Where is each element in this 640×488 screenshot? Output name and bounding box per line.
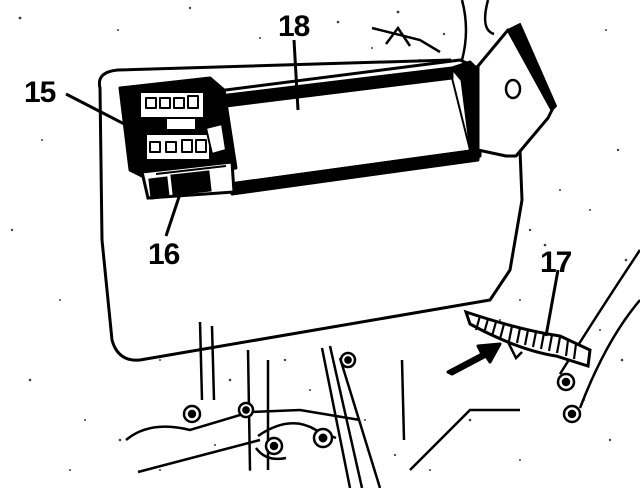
flow-arrow-icon (446, 342, 502, 376)
frame-outline (371, 0, 495, 61)
lower-frame (125, 249, 640, 488)
leader-lines (65, 39, 560, 337)
connector-icon (145, 95, 199, 109)
retaining-clip (140, 160, 236, 200)
corrugated-harness (463, 309, 592, 368)
leader-line-18 (292, 39, 300, 111)
connector-icon (149, 139, 207, 153)
leader-line-16 (164, 187, 184, 237)
bolt-icon (182, 351, 582, 456)
leader-line-15 (65, 92, 137, 132)
callout-16: 16 (148, 238, 180, 271)
callout-15: 15 (24, 76, 56, 109)
callout-17: 17 (540, 246, 572, 279)
callout-18: 18 (278, 10, 310, 43)
leader-line-17 (544, 269, 560, 337)
bracket-tray (208, 23, 557, 196)
relay-box (118, 76, 238, 182)
bracket-hole (504, 78, 522, 100)
